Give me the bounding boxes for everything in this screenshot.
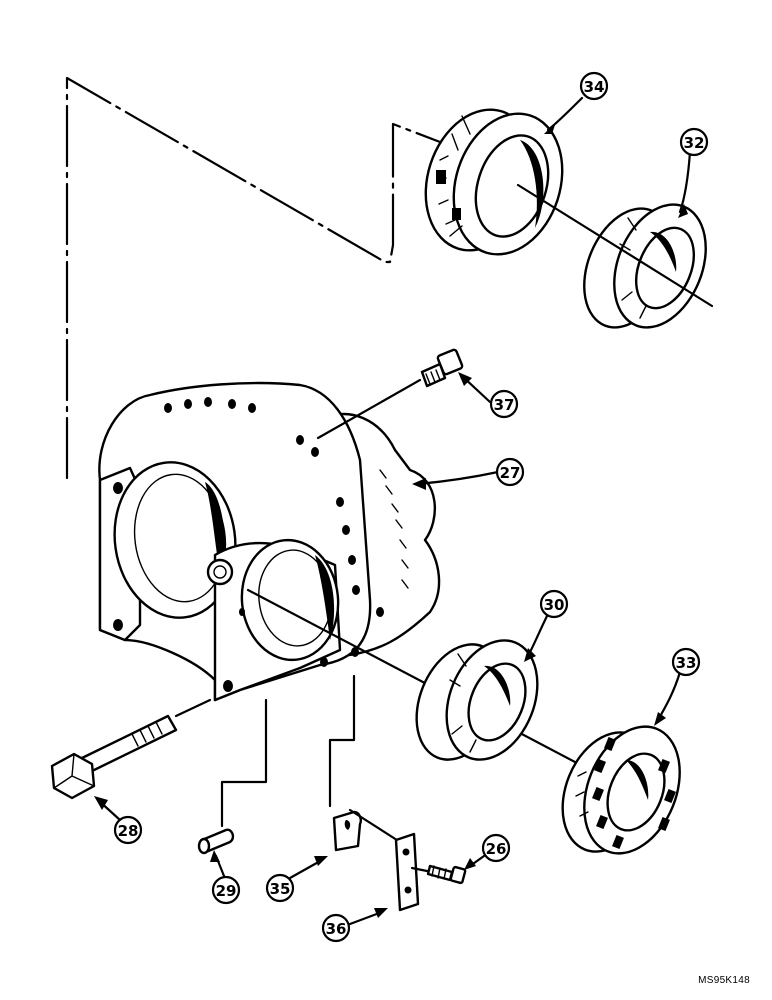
screw-26 [410,864,467,885]
callout-28: 28 [113,815,143,845]
callout-29: 29 [211,875,241,905]
callout-26-label: 26 [486,840,507,858]
bracket-36 [348,808,420,912]
pin-29 [197,698,268,855]
callout-30-label: 30 [544,596,565,614]
callout-27-label: 27 [500,464,521,482]
callout-37-label: 37 [494,396,515,414]
axis-line-37 [316,378,422,440]
callout-33-label: 33 [676,654,697,672]
callout-37: 37 [489,389,519,419]
callout-30: 30 [539,589,569,619]
leader-lines [94,96,692,926]
callout-36-label: 36 [326,920,347,938]
bearing-32 [583,203,707,329]
housing-plug [206,558,234,586]
bearing-cup-34 [424,108,564,256]
callout-34: 34 [579,71,609,101]
lock-plate-35 [328,674,362,852]
bearing-cup-33 [561,725,681,855]
bearing-30 [415,639,539,761]
housing-27 [98,381,441,702]
callout-27: 27 [495,457,525,487]
callout-36: 36 [321,913,351,943]
callout-35: 35 [265,873,295,903]
callout-35-label: 35 [270,880,291,898]
callout-26: 26 [481,833,511,863]
alignment-line-34 [65,76,442,480]
housing-bolt-holes [113,397,384,692]
bolt-37 [420,348,464,388]
callout-32: 32 [679,127,709,157]
reference-code: MS95K148 [698,975,750,986]
callout-29-label: 29 [216,882,237,900]
axis-line-upper [516,183,714,308]
callout-28-label: 28 [118,822,139,840]
callout-32-label: 32 [684,134,705,152]
cup-33-teeth [592,736,676,850]
callout-33: 33 [671,647,701,677]
callout-34-label: 34 [584,78,605,96]
bolt-28 [50,698,212,800]
